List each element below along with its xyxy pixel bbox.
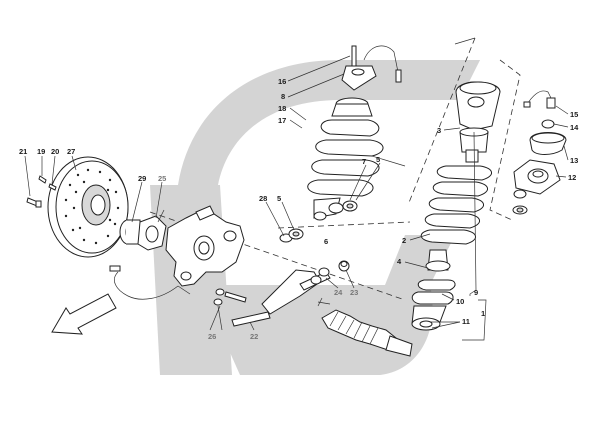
callout-3: 3 <box>437 126 441 135</box>
callout-29: 29 <box>138 174 146 183</box>
brake-disc <box>47 156 129 258</box>
callout-23: 23 <box>350 288 358 297</box>
callout-12: 12 <box>568 173 576 182</box>
callout-5b: 5 <box>376 155 380 164</box>
callout-2: 2 <box>402 236 406 245</box>
coilover-main <box>307 45 402 221</box>
callout-5a: 5 <box>277 194 281 203</box>
bump-washers <box>279 200 358 243</box>
callout-9: 9 <box>474 288 478 297</box>
callout-17: 17 <box>278 116 286 125</box>
callout-1: 1 <box>481 309 485 318</box>
arm-nuts <box>318 260 350 277</box>
callout-8: 8 <box>281 92 285 101</box>
callout-20: 20 <box>51 147 59 156</box>
callout-15: 15 <box>570 110 578 119</box>
hub-carrier <box>137 209 167 251</box>
callout-11: 11 <box>462 317 470 326</box>
watermark-lower <box>200 285 433 375</box>
callout-labels: 16 8 18 17 21 19 20 27 29 25 28 5 6 7 5 … <box>19 77 579 341</box>
damper-right <box>411 81 501 331</box>
callout-leaders <box>24 55 569 341</box>
callout-16: 16 <box>278 77 286 86</box>
callout-25: 25 <box>158 174 166 183</box>
callout-22: 22 <box>250 332 258 341</box>
callout-19: 19 <box>37 147 45 156</box>
callout-14: 14 <box>570 123 579 132</box>
callout-10: 10 <box>456 297 464 306</box>
callout-27: 27 <box>67 147 75 156</box>
watermark-notch <box>385 235 455 285</box>
callout-21: 21 <box>19 147 27 156</box>
drive-shaft <box>321 309 413 357</box>
arm-bolts <box>213 288 247 306</box>
callout-24: 24 <box>334 288 343 297</box>
upright-knuckle <box>165 205 245 287</box>
wheel-bearing <box>119 219 141 245</box>
callout-18: 18 <box>278 104 286 113</box>
disc-screws <box>26 175 57 208</box>
callout-26: 26 <box>208 332 216 341</box>
callout-7: 7 <box>362 157 366 166</box>
callout-28: 28 <box>259 194 267 203</box>
top-mount-right <box>512 90 567 215</box>
abs-sensor-cable <box>109 265 191 300</box>
direction-arrow <box>51 293 117 335</box>
callout-6: 6 <box>324 237 328 246</box>
callout-4: 4 <box>397 257 402 266</box>
callout-13: 13 <box>570 156 578 165</box>
lower-control-arm <box>231 269 331 327</box>
